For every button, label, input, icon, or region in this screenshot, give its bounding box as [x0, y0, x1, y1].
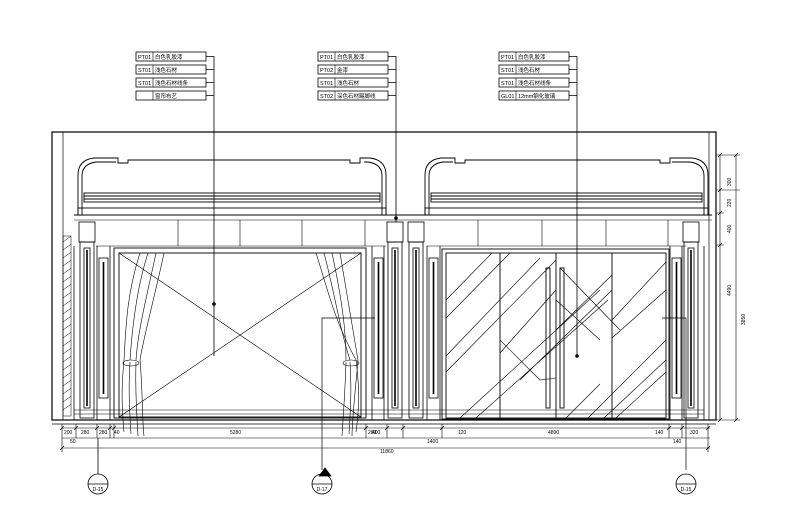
stone-panel-band	[96, 220, 686, 247]
callout-desc: 白色乳胶漆	[155, 53, 183, 61]
dim-label: 4490	[727, 285, 733, 296]
callout-code: GL01	[501, 94, 514, 100]
dim-label: 200	[64, 430, 73, 436]
callout-tag: PT02 金漆	[317, 64, 389, 75]
callout-tag: 窗帘布艺	[135, 90, 207, 101]
dim-label: 320	[690, 430, 699, 436]
dim-label: 140	[673, 439, 682, 445]
window-bay	[113, 247, 367, 419]
dim-label: 1400	[427, 439, 438, 445]
right-dimension-chain	[716, 152, 740, 423]
dim-label: 40	[114, 430, 120, 436]
pilaster-center-left	[371, 221, 404, 420]
dim-label: 280	[368, 430, 377, 436]
dim-label: 400	[727, 224, 733, 233]
section-marker-left: D-15	[87, 438, 109, 495]
overall-dimension: 11860	[380, 449, 394, 455]
callout-code: ST01	[501, 81, 514, 87]
section-cut-marker-right	[662, 317, 687, 470]
pilaster-left	[78, 221, 111, 420]
callout-desc: 浅色石材	[337, 79, 360, 87]
section-marker-middle: D-17	[311, 473, 333, 495]
left-hatched-column	[62, 235, 72, 417]
curtain-left	[121, 252, 165, 437]
callout-tag: ST01 浅色石材	[498, 64, 570, 75]
pilaster-right	[669, 221, 700, 420]
callout-tag: ST01 浅色石材线条	[135, 77, 207, 88]
callout-desc: 浅色石材	[155, 66, 178, 74]
dim-label: 140	[655, 430, 664, 436]
marker-sheet: D-17	[317, 487, 328, 493]
dim-label: 220	[727, 198, 733, 207]
dim-label: 5280	[230, 430, 241, 436]
curtain-right	[315, 252, 360, 437]
right-arch-cornice	[424, 157, 709, 216]
bottom-dimension-chain	[59, 424, 711, 452]
callout-tag: ST01 浅色石材	[317, 77, 389, 88]
callout-code: ST01	[138, 81, 151, 87]
callout-code: ST02	[320, 94, 333, 100]
callout-desc: 白色乳胶漆	[518, 53, 546, 61]
callout-desc: 深色石材踢脚线	[337, 92, 376, 100]
dim-label: 300	[727, 177, 733, 186]
callout-tag: ST02 深色石材踢脚线	[317, 90, 389, 101]
callout-desc: 金漆	[337, 66, 349, 74]
glass-hatch	[445, 252, 667, 419]
callout-code: PT01	[138, 55, 151, 61]
dim-label: 280	[81, 430, 90, 436]
callout-tag: ST01 浅色石材	[135, 64, 207, 75]
glass-door	[441, 248, 670, 420]
callout-group-left: PT01 白色乳胶漆 ST01 浅色石材 ST01 浅色石材线条 窗帘布艺	[135, 51, 216, 356]
callout-tag: PT01 白色乳胶漆	[498, 51, 570, 62]
dim-label: 400	[372, 430, 381, 436]
callout-desc: 白色乳胶漆	[337, 53, 365, 61]
left-arch-cornice	[77, 157, 387, 216]
callout-code: PT01	[320, 55, 333, 61]
right-dimension-labels: 300 220 400 4490 3850	[727, 177, 747, 325]
dim-label: 120	[458, 430, 467, 436]
dim-label: 3850	[741, 314, 747, 325]
callout-desc: 窗帘布艺	[155, 92, 178, 100]
dim-label: 4890	[548, 430, 559, 436]
callout-desc: 浅色石材线条	[518, 79, 552, 87]
dim-label: 280	[99, 430, 108, 436]
marker-sheet: D-15	[681, 487, 692, 493]
callout-code: ST01	[320, 81, 333, 87]
pilaster-center-right	[407, 221, 441, 420]
callout-tag: PT01 白色乳胶漆	[135, 51, 207, 62]
callout-tag: PT01 白色乳胶漆	[317, 51, 389, 62]
callout-group-middle: PT01 白色乳胶漆 PT02 金漆 ST01 浅色石材 ST02 深色石材踢脚…	[317, 51, 398, 222]
dim-label: 50	[70, 439, 76, 445]
callout-desc: 12mm钢化玻璃	[518, 92, 556, 100]
callout-tag: GL01 12mm钢化玻璃	[498, 90, 570, 101]
callout-code: ST01	[501, 68, 514, 74]
callout-code: ST01	[138, 68, 151, 74]
callout-group-right: PT01 白色乳胶漆 ST01 浅色石材 ST01 浅色石材线条 GL01 12…	[498, 51, 579, 358]
callout-desc: 浅色石材线条	[155, 79, 189, 87]
marker-sheet: D-15	[93, 487, 104, 493]
callout-tag: ST01 浅色石材线条	[498, 77, 570, 88]
callout-code: PT02	[320, 68, 333, 74]
callout-code: PT01	[501, 55, 514, 61]
section-marker-right: D-15	[675, 473, 697, 495]
bottom-dimension-labels: 200 280 280 40 5280 280 400 120 4890 140…	[64, 430, 699, 455]
callout-desc: 浅色石材	[518, 66, 541, 74]
